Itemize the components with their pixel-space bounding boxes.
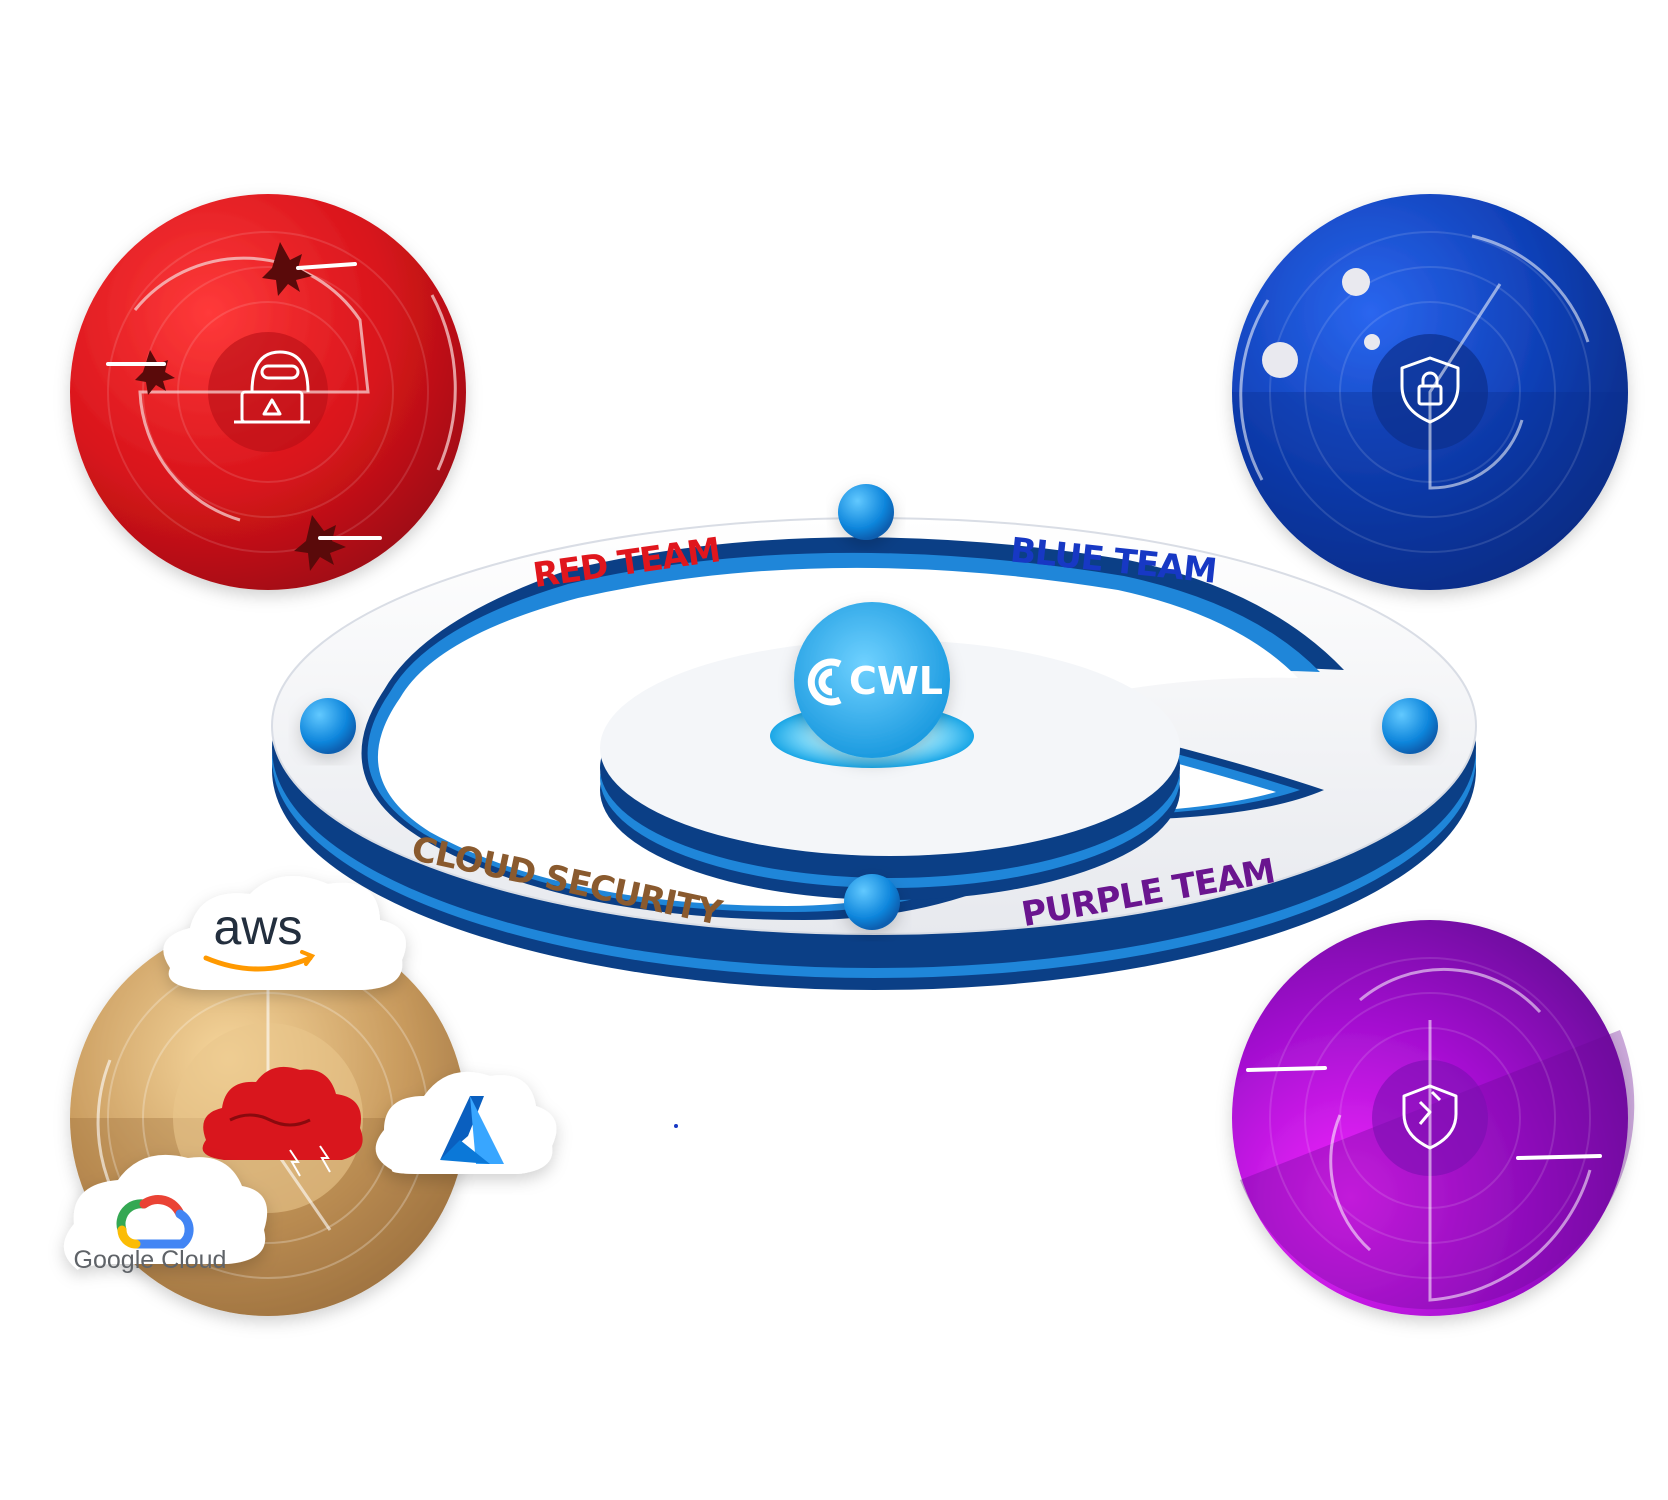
azure-logo [440, 1096, 504, 1164]
aws-smile-icon [203, 955, 313, 972]
crack-marks-icon [106, 242, 382, 571]
ring-node-bottom [844, 874, 900, 930]
aws-logo: aws [214, 899, 303, 955]
cwl-logo-orb [794, 602, 950, 758]
blue-team-badge [1232, 194, 1628, 590]
cwl-logo-text: CWL [849, 659, 943, 703]
cloud-threat-icon [202, 1066, 363, 1177]
ring-node-top [838, 484, 894, 540]
hacker-laptop-icon [234, 350, 310, 424]
google-cloud-bubble [63, 1154, 268, 1270]
shield-check-icon [1402, 1084, 1458, 1150]
aws-cloud-bubble [163, 876, 406, 990]
google-cloud-icon [116, 1195, 194, 1249]
ring-node-right [1382, 698, 1438, 754]
shield-lock-icon [1400, 356, 1460, 424]
red-team-badge [70, 194, 466, 590]
google-cloud-logo: Google Cloud [74, 1246, 227, 1274]
purple-team-badge [1232, 920, 1635, 1316]
cwl-logo-mark-icon [807, 658, 842, 706]
stray-dot [674, 1124, 678, 1128]
ring-node-left [300, 698, 356, 754]
